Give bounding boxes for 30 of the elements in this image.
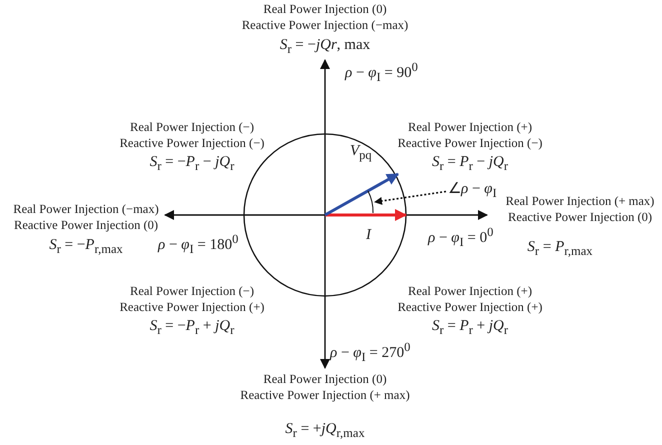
quadrant-label: Real Power Injection (0)	[263, 2, 387, 17]
quadrant-label: Reactive Power Injection (+ max)	[240, 388, 410, 403]
equation: S$_{r}$ = P$_{r}$ − jQ$_{r}$	[432, 153, 508, 174]
quadrant-label: Reactive Power Injection (+)	[120, 300, 264, 315]
quadrant-label: Reactive Power Injection (0)	[14, 218, 158, 233]
angle-label: ρ − φ$_{I}$ = 90$^{0}$	[345, 60, 418, 85]
quadrant-label: Real Power Injection (+)	[408, 284, 532, 299]
quadrant-label: Reactive Power Injection (+)	[398, 300, 542, 315]
vector-label: I	[366, 226, 371, 244]
angle-label: ρ − φ$_{I}$ = 0$^{0}$	[428, 225, 494, 250]
quadrant-label: Real Power Injection (+)	[408, 120, 532, 135]
quadrant-label: Reactive Power Injection (−)	[120, 136, 264, 151]
quadrant-label: Reactive Power Injection (−)	[398, 136, 542, 151]
quadrant-label: Reactive Power Injection (0)	[508, 210, 652, 225]
angle-label: ρ − φ$_{I}$ = 180$^{0}$	[158, 232, 238, 257]
angle-arc	[368, 190, 374, 214]
angle-label: ρ − φ$_{I}$ = 270$^{0}$	[330, 340, 410, 365]
quadrant-label: Reactive Power Injection (−max)	[242, 18, 408, 33]
quadrant-label: Real Power Injection (0)	[263, 372, 387, 387]
equation: S$_{r}$ = −P$_{r}$ − jQ$_{r}$	[150, 153, 234, 174]
equation: S$_{r}$ = P$_{r}$ + jQ$_{r}$	[432, 317, 508, 338]
quadrant-label: Real Power Injection (−max)	[13, 202, 159, 217]
quadrant-label: Real Power Injection (−)	[130, 120, 254, 135]
angle-label: ∠ρ − φ$_{I}$	[448, 180, 497, 201]
equation: S$_{r}$ = −jQr, max	[280, 36, 370, 57]
quadrant-label: Real Power Injection (+ max)	[506, 194, 654, 209]
quadrant-label: Real Power Injection (−)	[130, 284, 254, 299]
leader-line	[374, 190, 446, 205]
equation: S$_{r}$ = −P$_{r}$ + jQ$_{r}$	[150, 317, 234, 338]
vector-label: V$_{pq}$	[350, 142, 372, 163]
